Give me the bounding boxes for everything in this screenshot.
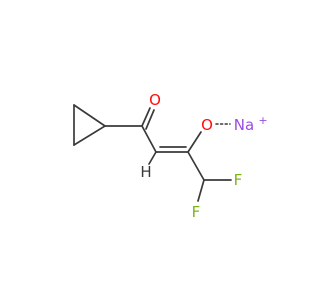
bond-carbonyl-double-b bbox=[145, 109, 155, 130]
structure-canvas: O H O Na + F F bbox=[73, 91, 268, 221]
bond-c-o-enolate bbox=[187, 131, 202, 153]
molecule-diagram: O H O Na + F F bbox=[73, 91, 268, 221]
atom-o-enolate: O bbox=[201, 116, 213, 134]
ring-bond-lower bbox=[73, 125, 106, 146]
bond-c-chf2 bbox=[187, 151, 205, 181]
atom-f-upper: F bbox=[234, 171, 243, 189]
bond-c-f-lower bbox=[197, 179, 205, 202]
bond-carbonyl-double-a bbox=[141, 107, 151, 127]
bond-vinyl-h bbox=[148, 151, 157, 165]
atom-o-ketone: O bbox=[149, 91, 161, 109]
bond-carbonyl-vinyl bbox=[141, 125, 157, 153]
atom-h-vinyl: H bbox=[140, 163, 151, 181]
atom-f-lower: F bbox=[192, 203, 201, 221]
atom-sodium: Na bbox=[234, 116, 254, 134]
ring-bond-upper bbox=[73, 104, 106, 127]
sodium-charge: + bbox=[258, 114, 267, 127]
